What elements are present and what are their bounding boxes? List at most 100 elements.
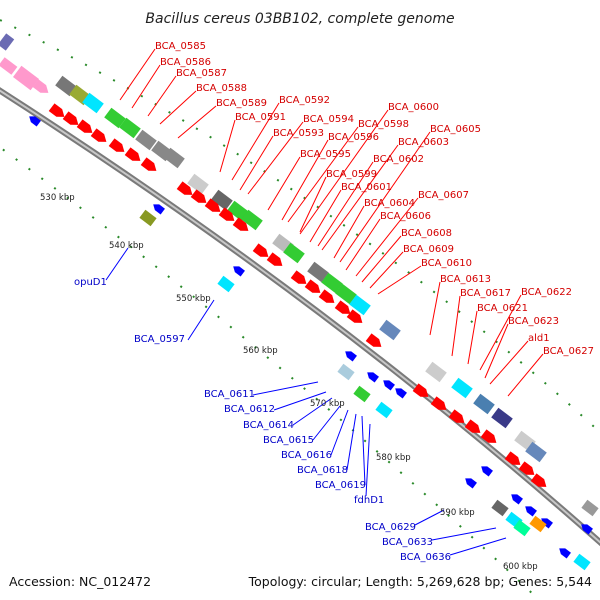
gene-block[interactable] xyxy=(321,272,343,294)
gene-block[interactable] xyxy=(55,75,77,97)
gene-label[interactable]: BCA_0591 xyxy=(235,112,286,123)
gene-block[interactable] xyxy=(82,92,104,114)
gene-block[interactable] xyxy=(529,515,547,533)
gene-label[interactable]: BCA_0606 xyxy=(380,211,431,222)
gene-label[interactable]: BCA_0605 xyxy=(430,124,481,135)
gene-label[interactable]: BCA_0602 xyxy=(373,154,424,165)
gene-arrow[interactable] xyxy=(539,516,553,529)
gene-label[interactable]: BCA_0612 xyxy=(224,404,275,415)
gene-arrow[interactable] xyxy=(518,461,538,478)
gene-label[interactable]: BCA_0593 xyxy=(273,128,324,139)
gene-label[interactable]: BCA_0614 xyxy=(243,420,294,431)
gene-arrow[interactable] xyxy=(430,396,450,413)
gene-label[interactable]: opuD1 xyxy=(74,277,107,288)
gene-label[interactable]: BCA_0619 xyxy=(315,480,366,491)
gene-arrow[interactable] xyxy=(204,198,224,215)
gene-arrow[interactable] xyxy=(334,300,354,317)
gene-label[interactable]: BCA_0629 xyxy=(365,522,416,533)
gene-label[interactable]: BCA_0627 xyxy=(543,346,594,357)
gene-arrow[interactable] xyxy=(190,189,210,206)
gene-arrow[interactable] xyxy=(140,157,160,174)
gene-arrow[interactable] xyxy=(365,370,379,383)
gene-label[interactable]: BCA_0592 xyxy=(279,95,330,106)
gene-arrow[interactable] xyxy=(266,252,286,269)
gene-block[interactable] xyxy=(227,200,249,222)
gene-arrow[interactable] xyxy=(480,429,500,446)
gene-arrow[interactable] xyxy=(304,279,324,296)
gene-arrow[interactable] xyxy=(523,504,537,517)
gene-label[interactable]: BCA_0615 xyxy=(263,435,314,446)
gene-label[interactable]: BCA_0621 xyxy=(477,303,528,314)
gene-block[interactable] xyxy=(337,363,355,381)
gene-arrow[interactable] xyxy=(231,264,245,277)
gene-arrow[interactable] xyxy=(365,333,385,350)
gene-label[interactable]: BCA_0618 xyxy=(297,465,348,476)
gene-label[interactable]: BCA_0597 xyxy=(134,334,185,345)
gene-arrow[interactable] xyxy=(346,309,366,326)
gene-block[interactable] xyxy=(513,519,531,537)
gene-arrow[interactable] xyxy=(343,349,357,362)
gene-arrow[interactable] xyxy=(464,419,484,436)
gene-label[interactable]: BCA_0607 xyxy=(418,190,469,201)
gene-label[interactable]: BCA_0598 xyxy=(358,119,409,130)
gene-arrow[interactable] xyxy=(479,464,493,477)
gene-arrow[interactable] xyxy=(530,473,550,490)
gene-block[interactable] xyxy=(581,499,599,517)
gene-block[interactable] xyxy=(353,385,371,403)
gene-label[interactable]: BCA_0589 xyxy=(216,98,267,109)
gene-block[interactable] xyxy=(139,209,157,227)
gene-block[interactable] xyxy=(241,209,263,231)
gene-label[interactable]: BCA_0599 xyxy=(326,169,377,180)
gene-arrow[interactable] xyxy=(62,111,82,128)
gene-label[interactable]: BCA_0587 xyxy=(176,68,227,79)
gene-arrow[interactable] xyxy=(76,119,96,136)
gene-block[interactable] xyxy=(13,65,39,91)
gene-arrow[interactable] xyxy=(290,270,310,287)
gene-block[interactable] xyxy=(135,129,157,151)
gene-label[interactable]: BCA_0588 xyxy=(196,83,247,94)
gene-block[interactable] xyxy=(379,319,401,341)
gene-block[interactable] xyxy=(491,407,513,429)
gene-label[interactable]: BCA_0585 xyxy=(155,41,206,52)
gene-block[interactable] xyxy=(425,361,447,383)
gene-label[interactable]: ald1 xyxy=(528,333,550,344)
gene-arrow[interactable] xyxy=(48,103,68,120)
gene-label[interactable]: BCA_0610 xyxy=(421,258,472,269)
gene-block[interactable] xyxy=(119,117,141,139)
gene-block[interactable] xyxy=(163,147,185,169)
gene-arrow[interactable] xyxy=(151,202,165,215)
gene-label[interactable]: BCA_0604 xyxy=(364,198,415,209)
gene-arrow[interactable] xyxy=(504,451,524,468)
gene-arrow[interactable] xyxy=(393,386,407,399)
gene-block[interactable] xyxy=(491,499,509,517)
gene-block[interactable] xyxy=(211,189,233,211)
gene-label[interactable]: BCA_0623 xyxy=(508,316,559,327)
gene-arrow[interactable] xyxy=(448,409,468,426)
gene-block[interactable] xyxy=(0,57,18,75)
gene-block[interactable] xyxy=(0,33,15,51)
gene-arrow[interactable] xyxy=(579,522,593,535)
gene-label[interactable]: BCA_0603 xyxy=(398,137,449,148)
gene-arrow[interactable] xyxy=(232,217,252,234)
gene-label[interactable]: BCA_0600 xyxy=(388,102,439,113)
gene-block[interactable] xyxy=(307,261,329,283)
gene-arrow[interactable] xyxy=(381,378,395,391)
gene-label[interactable]: BCA_0601 xyxy=(341,182,392,193)
gene-arrow[interactable] xyxy=(27,114,41,127)
gene-arrow[interactable] xyxy=(463,476,477,489)
gene-arrow[interactable] xyxy=(32,79,52,96)
gene-label[interactable]: BCA_0586 xyxy=(160,57,211,68)
gene-arrow[interactable] xyxy=(218,207,238,224)
gene-block[interactable] xyxy=(104,107,126,129)
gene-arrow[interactable] xyxy=(412,383,432,400)
gene-label[interactable]: BCA_0609 xyxy=(403,244,454,255)
gene-block[interactable] xyxy=(187,173,209,195)
gene-label[interactable]: BCA_0616 xyxy=(281,450,332,461)
gene-label[interactable]: BCA_0611 xyxy=(204,389,255,400)
gene-block[interactable] xyxy=(375,401,393,419)
gene-label[interactable]: BCA_0617 xyxy=(460,288,511,299)
gene-arrow[interactable] xyxy=(509,492,523,505)
gene-arrow[interactable] xyxy=(90,128,110,145)
gene-arrow[interactable] xyxy=(252,243,272,260)
gene-block[interactable] xyxy=(525,441,547,463)
